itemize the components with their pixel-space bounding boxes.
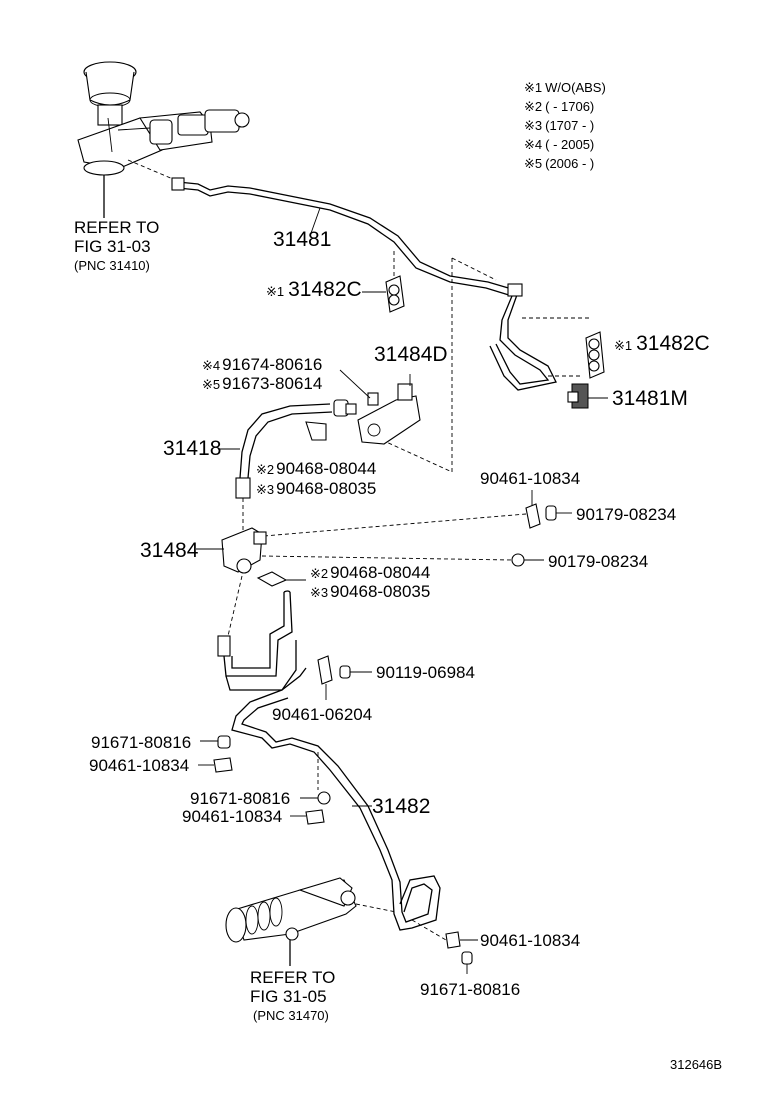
plate-90468-lower-drawing: [256, 571, 306, 587]
reference-label-top[interactable]: REFER TO FIG 31-03 (PNC 31410): [74, 218, 159, 273]
part-31482c-right-label[interactable]: ※1 31482C: [614, 332, 710, 355]
part-31481m-label[interactable]: 31481M: [612, 387, 688, 410]
svg-text:※3(1707 ‐ ): ※3(1707 ‐ ): [524, 118, 594, 133]
bolt-clip-center-drawing: [290, 791, 331, 825]
note-mark: ※4: [524, 137, 542, 152]
part-31481-label[interactable]: 31481: [273, 228, 331, 251]
part-91671-80816-a-label[interactable]: 91671-80816: [91, 733, 191, 752]
bracket-31484d-drawing: [357, 257, 497, 473]
note-mark: ※2: [524, 99, 542, 114]
applicability-mark: ※3: [310, 585, 328, 600]
applicability-mark: ※3: [256, 482, 274, 497]
part-number: 90468-08035: [330, 582, 430, 601]
note-text: ( ‐ 2005): [545, 137, 594, 152]
part-90461-10834-c-label[interactable]: 90461-10834: [480, 931, 580, 950]
applicability-mark: ※5: [202, 377, 220, 392]
ref-line: REFER TO: [250, 968, 335, 987]
clutch-master-cylinder-drawing: [77, 61, 250, 218]
bolt-91674-drawing: [339, 369, 379, 406]
part-31484-label[interactable]: 31484: [140, 539, 199, 562]
part-number: 91673-80614: [222, 374, 322, 393]
part-number: 90468-08044: [276, 459, 376, 478]
ref-line: FIG 31-05: [250, 987, 327, 1006]
note-mark: ※3: [524, 118, 542, 133]
part-number: 31482C: [636, 332, 710, 355]
applicability-mark: ※4: [202, 358, 220, 373]
applicability-mark: ※2: [256, 462, 274, 477]
note-text: ( ‐ 1706): [545, 99, 594, 114]
part-90179-08234-a-label[interactable]: 90179-08234: [576, 505, 676, 524]
ref-line: REFER TO: [74, 218, 159, 237]
part-number: 31482C: [288, 278, 362, 301]
ref-pnc: (PNC 31410): [74, 258, 150, 273]
part-31418-label[interactable]: 31418: [163, 437, 221, 460]
applicability-mark: ※1: [266, 284, 284, 299]
hose-31418-drawing: [235, 399, 357, 530]
part-31482c-left-label[interactable]: ※1 31482C: [266, 278, 362, 301]
clamp-31482c-right-drawing: [522, 317, 605, 379]
svg-text:※2( ‐ 1706): ※2( ‐ 1706): [524, 99, 594, 114]
tube-31482-drawing: [217, 575, 441, 931]
part-90461-10834-top-label[interactable]: 90461-10834: [480, 469, 580, 488]
svg-text:※5(2006 ‐ ): ※5(2006 ‐ ): [524, 156, 594, 171]
clip-90461-06204-drawing: [317, 655, 372, 700]
svg-text:※4( ‐ 2005): ※4( ‐ 2005): [524, 137, 594, 152]
part-90119-06984-label[interactable]: 90119-06984: [376, 663, 475, 682]
clip-90461-top-drawing: [263, 490, 572, 537]
applicability-mark: ※2: [310, 566, 328, 581]
tube-31481-drawing: [171, 177, 557, 391]
part-number: 90468-08035: [276, 479, 376, 498]
figure-id: 312646B: [670, 1057, 722, 1072]
part-90461-10834-b-label[interactable]: 90461-10834: [182, 807, 282, 826]
ref-pnc: (PNC 31470): [253, 1008, 329, 1023]
part-31482-label[interactable]: 31482: [372, 795, 430, 818]
bracket-31481m-drawing: [567, 383, 608, 409]
note-text: (1707 ‐ ): [545, 118, 594, 133]
ref-line: FIG 31-03: [74, 237, 151, 256]
part-90179-08234-b-label[interactable]: 90179-08234: [548, 552, 648, 571]
note-mark: ※5: [524, 156, 542, 171]
clamp-31482c-left-drawing: [385, 250, 405, 313]
clip-bolt-bottom-right-drawing: [411, 919, 478, 974]
part-91671-80816-b-label[interactable]: 91671-80816: [190, 789, 290, 808]
bracket-31484-drawing: [196, 527, 544, 574]
part-number: 90468-08044: [330, 563, 430, 582]
part-90461-10834-a-label[interactable]: 90461-10834: [89, 756, 189, 775]
reference-label-bottom[interactable]: REFER TO FIG 31-05 (PNC 31470): [250, 968, 335, 1023]
bolt-clip-left-drawing: [198, 735, 233, 773]
note-text: W/O(ABS): [545, 80, 606, 95]
svg-text:※1W/O(ABS): ※1W/O(ABS): [524, 80, 606, 95]
part-90461-06204-label[interactable]: 90461-06204: [272, 705, 372, 724]
note-mark: ※1: [524, 80, 542, 95]
part-31484d-label[interactable]: 31484D: [374, 343, 448, 366]
part-91671-80816-c-label[interactable]: 91671-80816: [420, 980, 520, 999]
clutch-release-cylinder-drawing: [225, 877, 397, 966]
applicability-mark: ※1: [614, 338, 632, 353]
note-text: (2006 ‐ ): [545, 156, 594, 171]
part-number: 91674-80616: [222, 355, 322, 374]
